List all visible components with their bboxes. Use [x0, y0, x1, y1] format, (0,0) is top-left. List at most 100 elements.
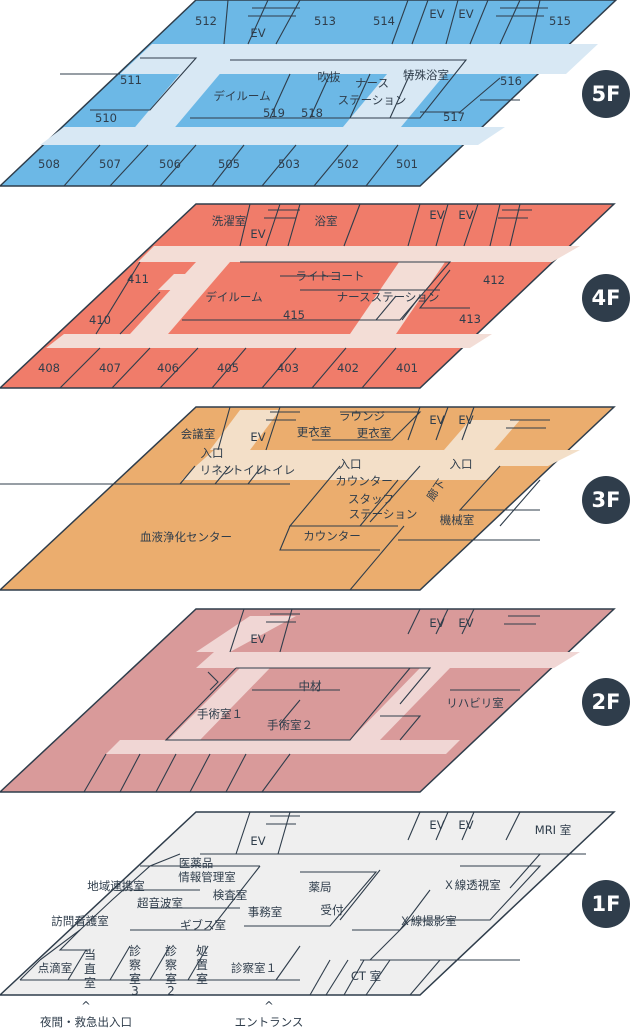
room-label: EV [429, 208, 444, 222]
room-label: 513 [314, 14, 336, 28]
room-label: EV [458, 616, 473, 630]
room-label: EV [250, 834, 265, 848]
floor-2f: EV EV EV 中材 手術室１ 手術室２ リハビリ室 2F [0, 608, 630, 793]
floor-3f-corridors [182, 410, 580, 480]
room-label: 中材 [299, 679, 322, 693]
floor-badge-3f[interactable]: 3F [582, 476, 630, 524]
room-label: 診察室１ [231, 961, 277, 975]
room-label: 517 [443, 110, 465, 124]
svg-text:3F: 3F [592, 488, 621, 512]
room-label: 510 [95, 111, 117, 125]
room-label: 503 [278, 157, 300, 171]
floor-badge-1f[interactable]: 1F [582, 880, 630, 928]
room-label: EV [458, 208, 473, 222]
room-label: デイルーム [205, 290, 262, 304]
room-label: EV [458, 818, 473, 832]
room-label: カウンター [303, 529, 361, 543]
floor-5f-walls [60, 0, 548, 187]
room-label: ナース [355, 76, 389, 90]
room-label: 点滴室 [38, 961, 73, 975]
room-label: 置 [196, 958, 208, 972]
floor-badge-4f[interactable]: 4F [582, 274, 630, 322]
room-label: 413 [459, 312, 481, 326]
svg-text:1F: 1F [592, 892, 621, 916]
floor-1f: EV EV EV MRI 室 医薬品 情報管理室 地域連携室 検査室 薬局 超音… [0, 811, 630, 1029]
room-label: 察 [129, 958, 141, 972]
floor-1f-labels: EV EV EV MRI 室 医薬品 情報管理室 地域連携室 検査室 薬局 超音… [38, 818, 571, 1029]
entrance-arrow: ^ [81, 999, 91, 1013]
floor-4f: 洗濯室 EV 浴室 EV EV 411 デイルーム ライトコート ナースステーシ… [0, 203, 630, 389]
room-label: 更衣室 [297, 425, 332, 439]
floor-5f-slab [0, 0, 618, 187]
room-label: 手術室１ [197, 707, 243, 721]
room-label: 室 [196, 971, 208, 986]
room-label: 3 [131, 984, 139, 998]
room-label: トイレ [261, 463, 296, 477]
room-label: 505 [218, 157, 240, 171]
room-label: ナースステーション [337, 290, 440, 304]
floor-1f-walls [19, 811, 586, 996]
room-label: EV [429, 616, 444, 630]
room-label: 機械室 [440, 513, 475, 527]
room-label: 501 [396, 157, 418, 171]
floor-2f-slab [0, 608, 616, 793]
entrance-arrow: ^ [264, 999, 274, 1013]
room-label: 407 [99, 361, 121, 375]
room-label: EV [429, 818, 444, 832]
room-label: 518 [301, 106, 323, 120]
room-label: リハビリ室 [446, 696, 504, 710]
room-label: 当 [84, 948, 96, 962]
room-label: 察 [165, 958, 177, 972]
room-label: 洗濯室 [212, 214, 247, 228]
room-label: 506 [159, 157, 181, 171]
room-label: EV [458, 413, 473, 427]
room-label: 401 [396, 361, 418, 375]
room-label: MRI 室 [535, 823, 571, 837]
room-label: EV [458, 7, 473, 21]
room-label: 特殊浴室 [403, 68, 449, 82]
room-label: 507 [99, 157, 121, 171]
room-label: カウンター [335, 474, 393, 488]
room-label: 室 [165, 971, 177, 986]
room-label: 406 [157, 361, 179, 375]
room-label: CT 室 [351, 969, 381, 983]
room-label: 402 [337, 361, 359, 375]
room-label: 血液浄化センター [140, 530, 232, 544]
room-label: 室 [129, 971, 141, 986]
room-label: リネン [200, 463, 235, 477]
entrance-label-main: エントランス [235, 1015, 304, 1029]
room-label: 410 [89, 313, 111, 327]
room-label: 519 [263, 106, 285, 120]
room-label: 512 [195, 14, 217, 28]
svg-text:2F: 2F [592, 690, 621, 714]
room-label: 408 [38, 361, 60, 375]
floor-2f-walls [83, 608, 540, 793]
floor-badge-2f[interactable]: 2F [582, 678, 630, 726]
floor-3f-walls [0, 406, 550, 591]
room-label: 502 [337, 157, 359, 171]
room-label: ステーション [338, 93, 407, 107]
room-label: 直 [84, 962, 96, 976]
room-label: 診 [165, 943, 177, 958]
room-label: EV [250, 430, 265, 444]
room-label: EV [429, 7, 444, 21]
room-label: 更衣室 [357, 426, 392, 440]
room-label: ステーション [349, 507, 418, 521]
room-label: EV [250, 227, 265, 241]
room-label: 手術室２ [267, 718, 313, 732]
room-label: 医薬品 [179, 856, 214, 870]
svg-text:4F: 4F [592, 286, 621, 310]
room-label: 会議室 [181, 427, 216, 441]
room-label: 入口 [339, 457, 362, 471]
room-label: 511 [120, 73, 142, 87]
room-label: 508 [38, 157, 60, 171]
floor-badge-5f[interactable]: 5F [582, 70, 630, 118]
room-label: トイレ [232, 463, 267, 477]
room-label: 室 [84, 975, 96, 990]
room-label: 訪問看護室 [51, 914, 109, 928]
room-label: 514 [373, 14, 395, 28]
room-label: 超音波室 [137, 896, 183, 910]
room-label: ライトコート [296, 269, 365, 283]
floor-3f-labels: 会議室 EV 更衣室 ラウンジ 更衣室 EV EV 入口 リネン トイレ トイレ… [140, 409, 474, 544]
